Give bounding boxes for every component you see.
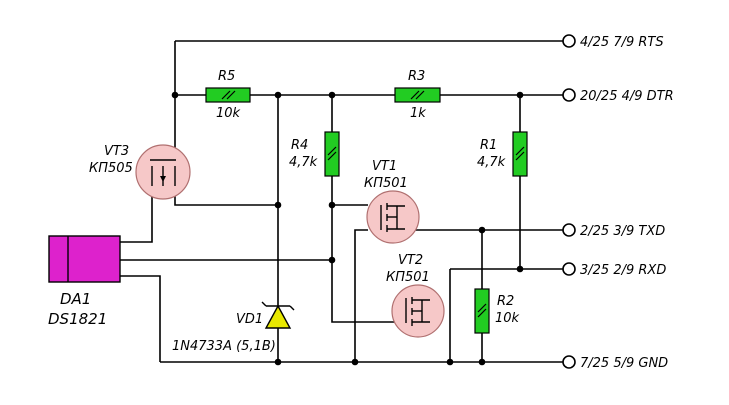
- wire-chip-bottom: [120, 275, 161, 362]
- resistor-r1-value: 4,7k: [477, 155, 506, 170]
- junction: [516, 91, 524, 99]
- junction: [446, 358, 454, 366]
- transistor-vt2-name: VT2: [398, 253, 423, 268]
- wire-r4: [331, 95, 398, 323]
- resistor-mark: [515, 146, 525, 156]
- resistor-r1[interactable]: R1 4,7k: [477, 131, 528, 177]
- wire-vt1-source: [354, 229, 368, 362]
- resistor-r4[interactable]: R4 4,7k: [289, 131, 340, 177]
- transistor-vt1[interactable]: VT1 КП501: [364, 159, 420, 244]
- transistor-vt3-type: КП505: [89, 161, 133, 176]
- junction: [328, 91, 336, 99]
- resistor-r3-value: 1k: [410, 106, 426, 121]
- terminal-gnd[interactable]: [562, 355, 576, 369]
- wire-chip-top: [120, 183, 153, 243]
- diode-vd1-body: [264, 304, 292, 329]
- junction: [171, 91, 179, 99]
- chip-da1-name: DA1: [60, 290, 91, 308]
- resistor-r2-value: 10k: [495, 311, 520, 326]
- chip-da1[interactable]: DA1 DS1821: [48, 235, 121, 328]
- resistor-r5-value: 10k: [216, 106, 241, 121]
- resistor-r1-body: [512, 131, 528, 177]
- junction: [351, 358, 359, 366]
- fet-arrow: [160, 176, 166, 182]
- terminal-gnd-label: 7/25 5/9 GND: [580, 356, 668, 371]
- chip-da1-body: [48, 235, 121, 283]
- resistor-mark: [327, 146, 337, 156]
- junction: [516, 265, 524, 273]
- junction: [328, 256, 336, 264]
- resistor-r2[interactable]: R2 10k: [474, 288, 520, 334]
- terminal-dtr[interactable]: [562, 88, 576, 102]
- diode-vd1-name: VD1: [236, 312, 263, 327]
- resistor-mark: [221, 90, 231, 100]
- terminal-rxd-label: 3/25 2/9 RXD: [580, 263, 666, 278]
- diode-vd1-cathode: [261, 301, 267, 307]
- junctions: [171, 91, 524, 366]
- junction: [274, 201, 282, 209]
- terminal-rxd[interactable]: [562, 262, 576, 276]
- resistor-mark: [327, 151, 337, 161]
- transistor-vt1-name: VT1: [372, 159, 397, 174]
- terminal-txd[interactable]: [562, 223, 576, 237]
- resistor-mark: [515, 151, 525, 161]
- terminals: 4/25 7/9 RTS 20/25 4/9 DTR 2/25 3/9 TXD …: [562, 34, 674, 371]
- junction: [274, 91, 282, 99]
- transistor-vt3[interactable]: VT3 КП505: [89, 144, 191, 200]
- resistor-r4-value: 4,7k: [289, 155, 318, 170]
- junction: [274, 358, 282, 366]
- transistor-vt2-type: КП501: [386, 270, 430, 285]
- resistor-r2-body: [474, 288, 490, 334]
- resistor-r1-name: R1: [480, 138, 497, 153]
- diode-vd1[interactable]: VD1 1N4733A (5,1В): [172, 301, 295, 354]
- junction: [478, 226, 486, 234]
- resistor-r2-name: R2: [497, 294, 514, 309]
- resistor-r5-body: [205, 87, 251, 103]
- terminal-txd-label: 2/25 3/9 TXD: [580, 224, 665, 239]
- resistor-mark: [477, 308, 487, 318]
- terminal-rts-label: 4/25 7/9 RTS: [580, 35, 664, 50]
- resistor-r3[interactable]: R3 1k: [394, 69, 441, 121]
- wire-vt3-source: [174, 185, 278, 206]
- diode-vd1-type: 1N4733A (5,1В): [172, 339, 276, 354]
- transistor-vt3-name: VT3: [104, 144, 129, 159]
- terminal-dtr-label: 20/25 4/9 DTR: [580, 89, 674, 104]
- junction: [478, 358, 486, 366]
- resistor-r3-body: [394, 87, 441, 103]
- resistor-r5[interactable]: R5 10k: [205, 69, 251, 121]
- transistor-vt1-type: КП501: [364, 176, 408, 191]
- resistor-mark: [410, 90, 420, 100]
- resistor-r3-name: R3: [408, 69, 425, 84]
- resistor-mark: [226, 90, 236, 100]
- diode-vd1-cathode: [289, 305, 295, 311]
- resistor-mark: [415, 90, 425, 100]
- resistor-r5-name: R5: [218, 69, 235, 84]
- resistor-mark: [477, 303, 487, 313]
- junction: [328, 201, 336, 209]
- resistor-r4-body: [324, 131, 340, 177]
- resistor-r4-name: R4: [291, 138, 308, 153]
- transistor-vt2[interactable]: VT2 КП501: [386, 253, 445, 338]
- terminal-rts[interactable]: [562, 34, 576, 48]
- chip-da1-type: DS1821: [48, 310, 107, 328]
